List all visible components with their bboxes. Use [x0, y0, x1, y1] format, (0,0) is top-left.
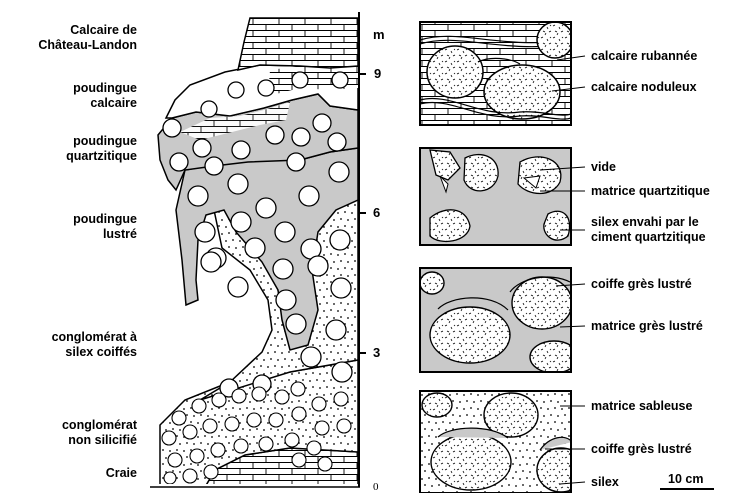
label-matrice-gres-lustre: matrice grès lustré [591, 319, 703, 334]
scale-tick-0: 0 [373, 481, 379, 493]
label-line: lustré [73, 227, 137, 242]
column-scale [359, 12, 366, 487]
label-matrice-quartzitique: matrice quartzitique [591, 184, 710, 199]
label-line: poudingue [73, 212, 137, 227]
label-line: Château-Landon [38, 38, 137, 53]
scale-tick-6: 6 [373, 205, 380, 220]
label-line: Calcaire de [38, 23, 137, 38]
label-line: poudingue [66, 134, 137, 149]
scale-tick-9: 9 [374, 66, 381, 81]
label-coiffe-gres-lustre-1: coiffe grès lustré [591, 277, 692, 292]
scale-tick-3: 3 [373, 345, 380, 360]
label-calcaire-noduleux: calcaire noduleux [591, 80, 697, 95]
scale-bar-label: 10 cm [668, 472, 703, 487]
label-line: calcaire [73, 96, 137, 111]
label-silex-envahi: silex envahi par le [591, 215, 699, 230]
label-line: Craie [106, 466, 137, 481]
label-line: poudingue [73, 81, 137, 96]
label-conglomerat-non-silicifie: conglomérat non silicifié [62, 418, 137, 448]
label-line: non silicifié [62, 433, 137, 448]
label-vide: vide [591, 160, 616, 175]
label-craie: Craie [106, 466, 137, 481]
label-poudingue-lustre: poudingue lustré [73, 212, 137, 242]
label-calcaire-rubannee: calcaire rubannée [591, 49, 697, 64]
calcaire-chateau-landon-layer [238, 18, 358, 70]
label-line: conglomérat [62, 418, 137, 433]
panel-quartzitique [420, 148, 571, 245]
label-poudingue-calcaire: poudingue calcaire [73, 81, 137, 111]
label-line: silex coiffés [52, 345, 137, 360]
label-calcaire-chateau-landon: Calcaire de Château-Landon [38, 23, 137, 53]
label-line: conglomérat à [52, 330, 137, 345]
label-coiffe-gres-lustre-2: coiffe grès lustré [591, 442, 692, 457]
label-poudingue-quartzitique: poudingue quartzitique [66, 134, 137, 164]
scale-unit: m [373, 27, 385, 42]
label-silex: silex [591, 475, 619, 490]
panel-lustre [420, 268, 578, 373]
panel-calcaire [420, 22, 573, 125]
label-matrice-sableuse: matrice sableuse [591, 399, 692, 414]
label-ciment-quartzitique: ciment quartzitique [591, 230, 706, 245]
label-conglomerat-silex-coiffes: conglomérat à silex coiffés [52, 330, 137, 360]
stratigraphic-column [158, 18, 358, 487]
label-line: quartzitique [66, 149, 137, 164]
